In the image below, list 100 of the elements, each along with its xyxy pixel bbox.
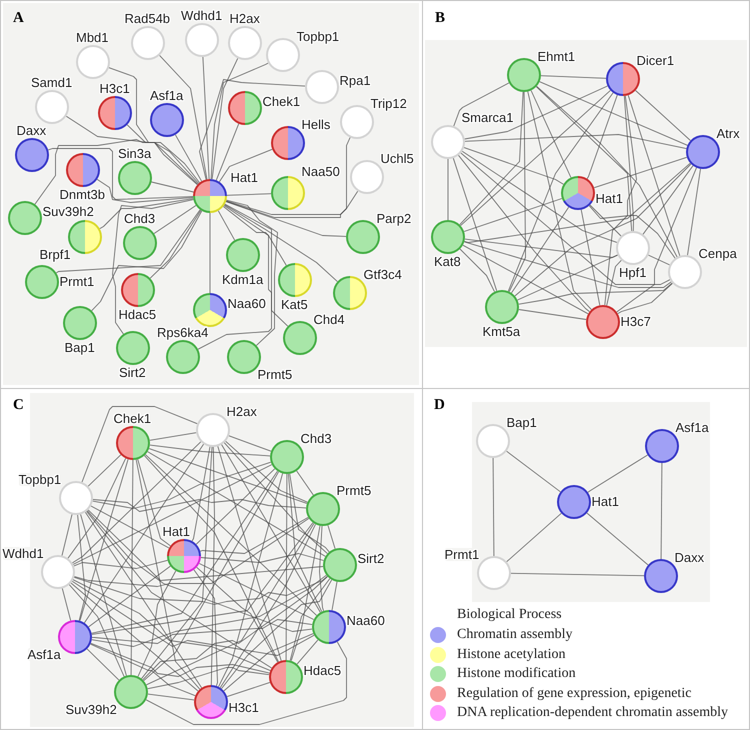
interaction-line [34, 139, 198, 205]
interaction-line [88, 454, 122, 487]
gene-label: Hat1 [592, 495, 619, 508]
gene-label: Rpa1 [340, 74, 371, 87]
interaction-line [540, 75, 606, 79]
gene-label: Sirt2 [358, 552, 384, 565]
interaction-line [200, 553, 324, 563]
panel-letter: B [435, 10, 446, 26]
interaction-line [290, 578, 330, 661]
gene-label: Prmt1 [444, 548, 480, 560]
interaction-line [198, 563, 314, 620]
legend-text: Histone acetylation [457, 646, 566, 662]
gene-label: Hdac5 [118, 308, 156, 320]
interaction-line [200, 516, 309, 554]
interaction-line [174, 134, 202, 182]
gene-label: Topbp1 [18, 472, 62, 486]
gene-label: Hat1 [596, 192, 623, 205]
panel-letter: A [13, 10, 24, 26]
gene-label: Asf1a [28, 648, 61, 660]
interaction-line [628, 94, 680, 256]
interaction-line [594, 156, 688, 188]
interaction-line [70, 582, 198, 692]
interaction-line [536, 86, 632, 232]
interaction-line [464, 86, 608, 140]
interaction-line [82, 406, 198, 483]
interaction-line [91, 470, 278, 634]
gene-label: Gtf3c4 [364, 268, 402, 280]
gene-label: Suv39h2 [42, 205, 94, 218]
interaction-line [138, 570, 176, 677]
interaction-line [327, 524, 336, 550]
gene-label: Suv39h2 [66, 702, 117, 716]
interaction-line [149, 444, 270, 456]
interaction-line [148, 448, 308, 504]
gene-label: Sin3a [118, 146, 152, 160]
interaction-line [130, 460, 134, 676]
interaction-line [147, 694, 195, 700]
interaction-line [141, 446, 212, 680]
interaction-line [66, 116, 200, 184]
interaction-line [459, 92, 524, 226]
interaction-line [462, 150, 618, 243]
interaction-line [319, 526, 324, 612]
figure-panel [422, 388, 750, 730]
interaction-line [216, 123, 240, 181]
gene-label: Kat5 [281, 298, 308, 310]
interaction-line [226, 137, 351, 215]
interaction-line [147, 667, 270, 690]
gene-label: Dicer1 [636, 54, 674, 66]
gene-label: Chd4 [314, 312, 345, 326]
interaction-line [96, 178, 194, 203]
interaction-line [226, 682, 270, 698]
interaction-line [199, 79, 306, 180]
interaction-line [91, 574, 327, 647]
figure-panel [422, 0, 750, 389]
interaction-line [226, 193, 272, 196]
interaction-line [464, 241, 672, 288]
interaction-line [149, 432, 197, 441]
interaction-line [92, 462, 272, 509]
interaction-line [217, 446, 282, 662]
gene-label: Asf1a [676, 420, 709, 434]
interaction-line [92, 619, 313, 644]
gene-label: Rps6ka4 [157, 326, 208, 338]
gene-label: Atrx [716, 126, 740, 140]
gene-label: Cenpa [698, 246, 737, 260]
interaction-line [221, 579, 332, 690]
interaction-line [226, 190, 358, 218]
interaction-line [91, 210, 202, 312]
interaction-line [86, 648, 120, 681]
interaction-line [332, 581, 338, 611]
interaction-line [452, 158, 498, 292]
interaction-line [99, 198, 194, 230]
gene-label: Bap1 [64, 340, 95, 354]
gene-label: H3c1 [228, 701, 259, 714]
interaction-line [74, 576, 328, 605]
gene-label: Kat8 [434, 254, 461, 268]
interaction-line [530, 90, 572, 178]
interaction-line [144, 454, 318, 616]
panel-letter: C [13, 397, 24, 413]
interaction-line [604, 95, 637, 306]
interaction-line [90, 506, 170, 548]
interaction-line [222, 206, 288, 327]
interaction-line [144, 455, 279, 662]
interaction-line [143, 471, 280, 682]
interaction-line [218, 472, 284, 688]
gene-label: H2ax [230, 12, 260, 24]
interaction-line [648, 254, 670, 266]
interaction-line [68, 458, 126, 559]
interaction-line [146, 522, 314, 686]
gene-label: Prmt5 [336, 484, 372, 496]
gene-label: Hat1 [230, 170, 258, 184]
legend-text: Chromatin assembly [457, 627, 572, 643]
interaction-line [74, 518, 310, 587]
interaction-line [90, 644, 196, 696]
gene-label: Trip12 [370, 96, 407, 110]
interaction-line [68, 584, 125, 677]
gene-label: Uchl5 [380, 152, 414, 164]
interaction-line [464, 147, 564, 185]
interaction-line [224, 442, 328, 554]
interaction-line [642, 165, 694, 235]
interaction-line [228, 435, 272, 452]
gene-label: Naa50 [302, 164, 340, 178]
